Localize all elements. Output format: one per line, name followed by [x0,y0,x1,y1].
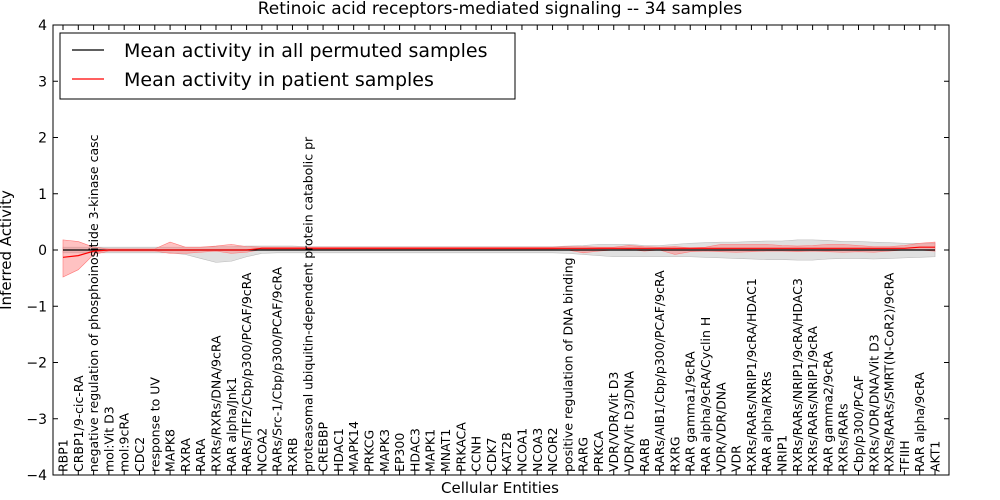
x-category-label: RXRG [667,436,682,472]
x-category-label: RARA [193,438,208,472]
x-category-label: RXRs/RARs/NRIP1/9cRA/HDAC3 [790,278,805,472]
y-tick-label: 4 [38,18,47,34]
y-tick-label: −4 [26,468,47,484]
x-category-label: RXRB [285,437,300,472]
x-category-label: NCOR2 [545,427,560,472]
series-line-patient [62,246,935,258]
x-category-label: HDAC3 [407,428,422,472]
x-category-label: MAPK1 [423,429,438,472]
x-category-label: mol:9cRA [117,412,132,472]
x-category-label: PRKCG [361,430,376,472]
x-category-label: RAR alpha/9cRA/Cyclin H [698,317,713,472]
y-tick-label: 3 [38,74,47,90]
x-category-label: RAR alpha/RXRs [759,371,774,472]
x-category-label: NCOA2 [254,428,269,472]
x-category-label: MAPK14 [346,421,361,472]
legend-label-patient: Mean activity in patient samples [124,69,434,91]
x-category-label: mol:Vit D3 [101,406,116,472]
x-category-label: RXRs/RARs/NRIP1/9cRA/HDAC1 [744,278,759,472]
y-tick-label: −1 [26,299,47,315]
x-category-label: VDR/VDR/Vit D3 [606,372,621,472]
y-tick-label: 2 [38,131,47,147]
y-tick-label: 1 [38,187,47,203]
legend: Mean activity in all permuted samples Me… [59,32,516,100]
x-category-label: VDR [729,445,744,472]
x-category-label: RXRs/RARs/SMRT(N-CoR2)/9cRA [882,272,897,472]
x-category-label: CDC2 [132,437,147,472]
x-category-label: RXRs/RARs [836,403,851,472]
x-category-label: RAR gamma2/9cRA [820,351,835,472]
x-category-label: HDAC1 [331,428,346,472]
x-category-label: RAR alpha/9cRA [912,372,927,472]
x-category-label: proteasomal ubiquitin-dependent protein … [300,136,315,472]
x-category-label: RARs/AIB1/Cbp/p300/PCAF/9cRA [652,270,667,472]
x-category-label: AKT1 [928,441,943,472]
x-category-label: response to UV [147,377,162,472]
x-category-label: RARs/Src-1/Cbp/p300/PCAF/9cRA [270,266,285,472]
x-category-label: MAPK3 [377,429,392,472]
x-category-label: KAT2B [499,432,514,472]
legend-box [59,32,516,100]
x-category-label: CREBBP [316,422,331,472]
y-tick-label: −3 [26,412,47,428]
x-category-label: RARB [637,438,652,472]
x-category-label: RXRs/RXRs/DNA/9cRA [208,335,223,472]
legend-label-permuted: Mean activity in all permuted samples [124,40,487,62]
x-category-label: VDR/VDR/DNA [713,382,728,472]
x-category-label: RXRs/RARs/NRIP1/9cRA [805,326,820,472]
x-category-label: EP300 [392,433,407,472]
x-category-label: RBP1 [56,439,71,472]
x-category-label: MAPK8 [163,429,178,472]
y-axis-title: Inferred Activity [0,190,15,310]
x-category-label: RARs/TIF2/Cbp/p300/PCAF/9cRA [239,272,254,472]
x-category-label: RXRA [178,438,193,472]
x-category-label: MNAT1 [438,429,453,472]
x-category-label: CDK7 [484,437,499,472]
y-tick-label: 0 [38,243,47,259]
confidence-band-permuted [62,239,936,263]
x-category-label: RAR alpha/Jnk1 [224,377,239,472]
x-category-label: positive regulation of DNA binding [560,257,575,472]
x-category-label: negative regulation of phosphoinositide … [86,134,101,472]
x-axis-title: Cellular Entities [441,479,559,497]
x-category-label: PRKCA [591,431,606,472]
x-category-label: CRBP1/9-cic-RA [71,375,86,472]
x-category-label: RARG [576,437,591,472]
x-category-label: VDR/Vit D3/DNA [622,371,637,472]
x-category-label: NCOA1 [514,428,529,472]
x-category-label: Cbp/p300/PCAF [851,375,866,472]
x-category-label: RAR gamma1/9cRA [683,351,698,472]
x-category-label: TFIIH [897,440,912,473]
x-category-label: PRKACA [453,422,468,472]
x-category-label: NCOA3 [530,428,545,472]
y-tick-label: −2 [26,356,47,372]
x-category-label: RXRs/VDR/DNA/Vit D3 [866,334,881,472]
x-category-label: NRIP1 [775,435,790,472]
x-category-label: CCNH [469,436,484,472]
chart-title: Retinoic acid receptors-mediated signali… [258,0,743,19]
